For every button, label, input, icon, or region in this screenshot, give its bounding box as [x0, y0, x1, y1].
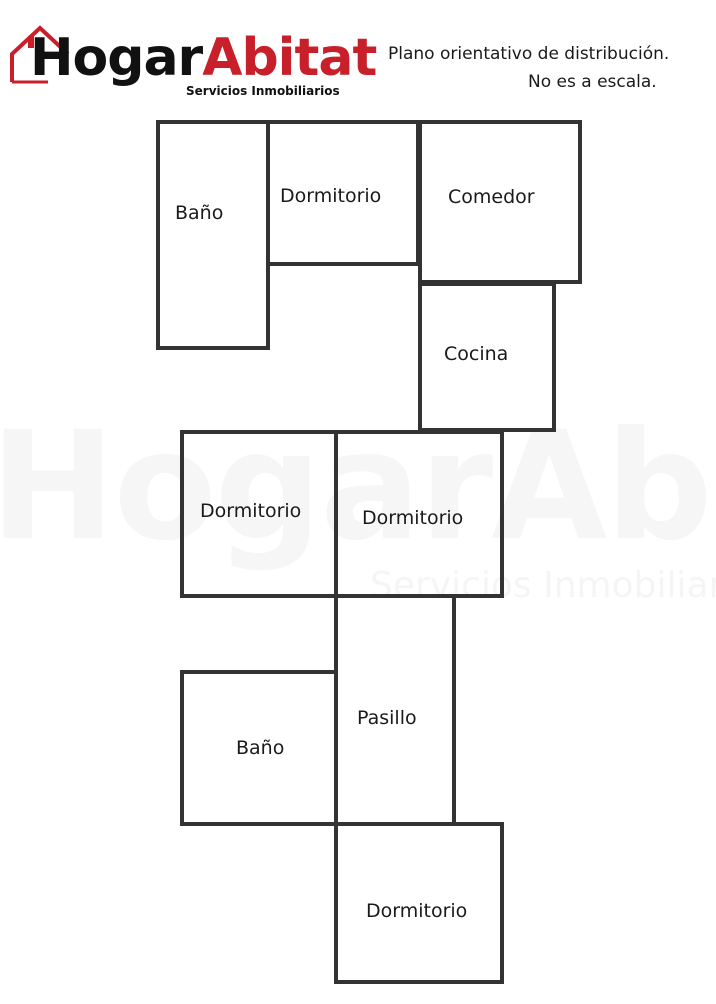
brand-logo: HogarAbitat Servicios Inmobiliarios	[8, 20, 377, 110]
plan-disclaimer: Plano orientativo de distribución. No es…	[380, 40, 714, 96]
room-label: Comedor	[448, 186, 535, 208]
room-cocina: Cocina	[418, 282, 556, 432]
room-bano-2: Baño	[180, 670, 338, 826]
room-pasillo: Pasillo	[334, 594, 456, 826]
room-label: Baño	[175, 202, 223, 224]
room-label: Dormitorio	[366, 900, 467, 922]
brand-wordmark: HogarAbitat	[30, 28, 377, 88]
brand-name-part2: Abitat	[202, 28, 377, 88]
room-label: Cocina	[444, 343, 508, 365]
disclaimer-line-1: Plano orientativo de distribución.	[388, 44, 670, 64]
room-dormitorio-1: Dormitorio	[266, 120, 420, 266]
room-dormitorio-3: Dormitorio	[334, 430, 504, 598]
room-label: Baño	[236, 737, 284, 759]
room-dormitorio-4: Dormitorio	[334, 822, 504, 984]
disclaimer-line-2: No es a escala.	[528, 72, 657, 92]
room-label: Dormitorio	[200, 500, 301, 522]
room-label: Dormitorio	[362, 507, 463, 529]
brand-name-part1: Hogar	[30, 28, 203, 88]
room-dormitorio-2: Dormitorio	[180, 430, 338, 598]
room-label: Dormitorio	[280, 185, 381, 207]
house-roof-icon	[10, 25, 70, 84]
room-bano-1: Baño	[156, 120, 270, 350]
brand-tagline: Servicios Inmobiliarios	[186, 84, 340, 98]
room-label: Pasillo	[357, 707, 417, 729]
room-comedor: Comedor	[418, 120, 582, 284]
